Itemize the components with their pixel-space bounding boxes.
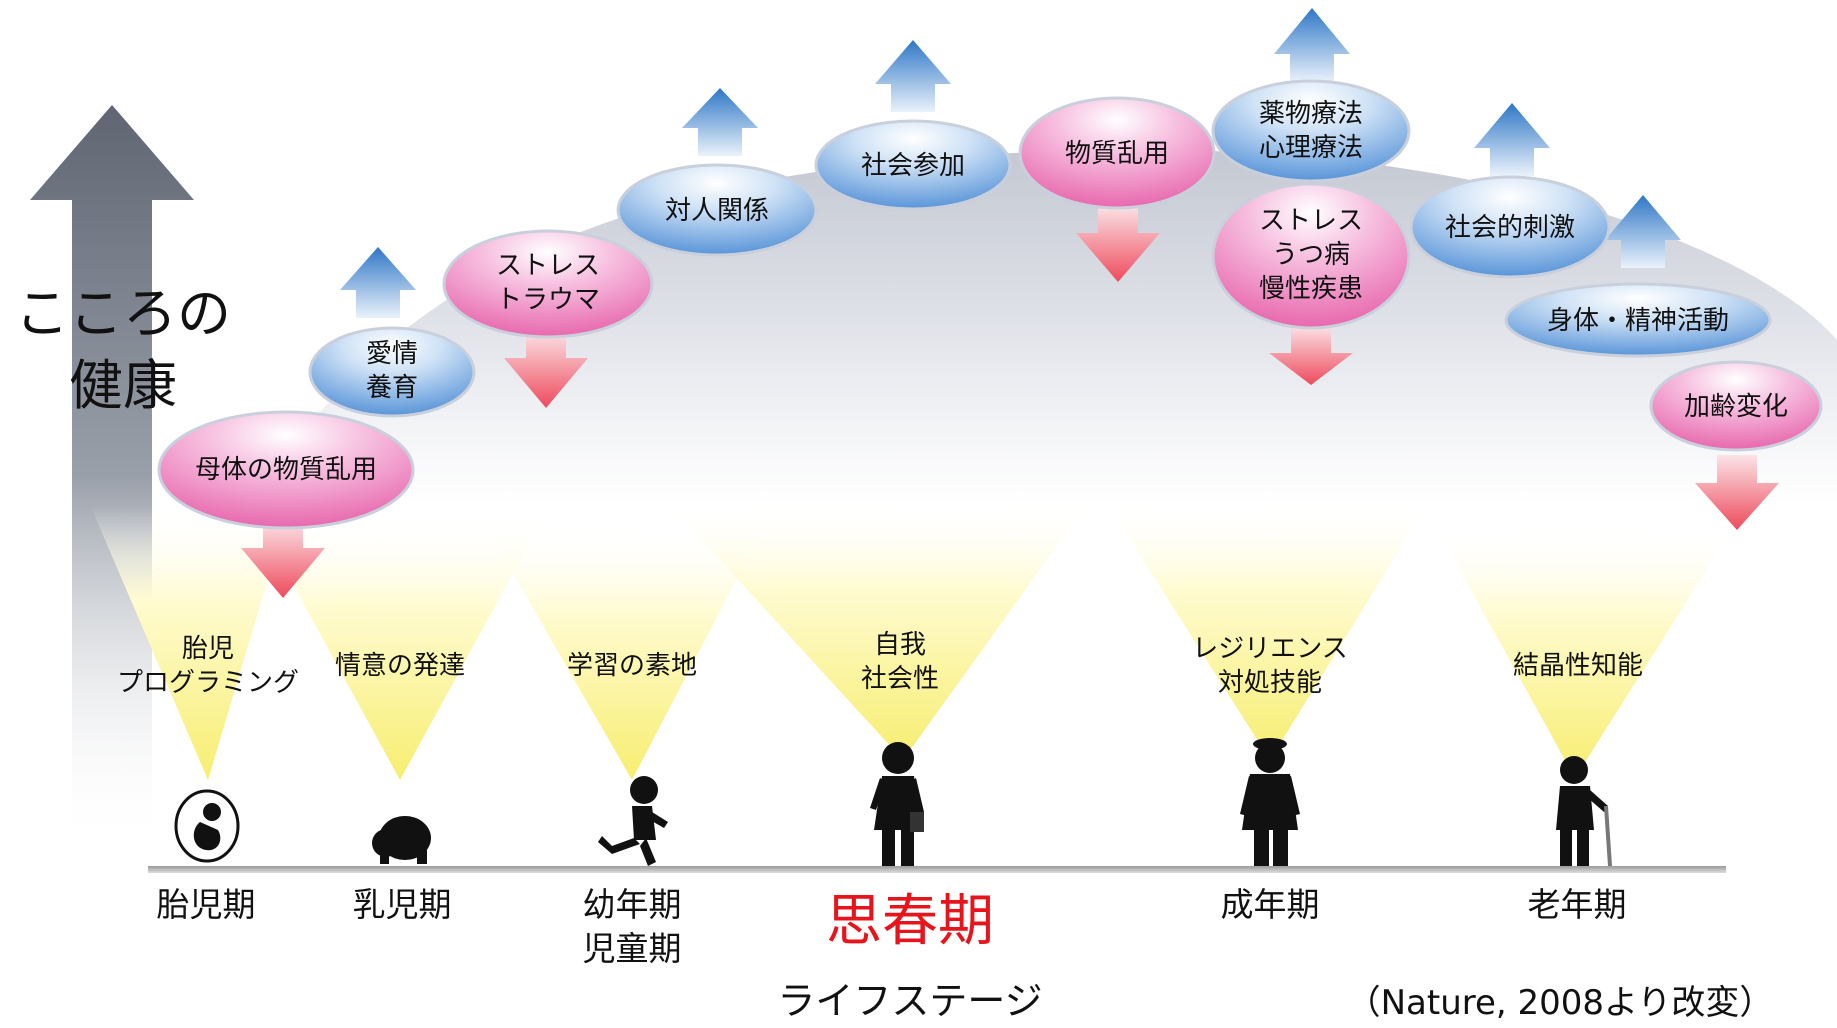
factor-bubble-negative [442,229,654,339]
beam [485,525,765,780]
factor-bubble-negative [157,410,415,530]
down-arrows [241,205,1779,598]
up-arrow-icon [1605,195,1681,268]
adult-icon [1240,738,1300,866]
beam-label: 情意の発達 [334,651,465,681]
factor-label: 物質乱用 [1064,139,1169,169]
beam-label: 自我 社会性 [860,630,939,694]
x-axis-label: ライフステージ [777,979,1043,1023]
beam-label: 胎児 プログラミング [116,634,299,698]
ground-line [148,866,1726,873]
up-arrow-icon [340,247,416,318]
factor-label: 愛情 養育 [365,339,418,403]
factor-label: ストレス うつ病 慢性疾患 [1258,206,1363,304]
factor-label: 加齢変化 [1683,392,1788,422]
beam-label: 学習の素地 [566,651,697,681]
down-arrow-icon [1695,455,1779,530]
factor-label: 母体の物質乱用 [194,455,377,485]
beam [255,515,545,780]
factor-bubble-positive [814,119,1012,211]
factor-bubble-positive [1211,79,1411,183]
down-arrow-icon [1076,205,1160,282]
factor-bubble-negative [1649,360,1823,452]
y-axis-label: こころの 健康 [15,282,231,417]
factor-label: 対人関係 [664,196,769,226]
crawling-baby-icon [372,816,431,864]
up-arrow-icon [875,40,951,112]
factor-bubble-positive [616,163,818,257]
beam-label: 結晶性知能 [1512,651,1643,681]
teenager-icon [870,742,924,866]
running-child-icon [598,776,668,866]
stage-label: 乳児期 [352,885,452,924]
down-arrow-icon [241,520,325,598]
factor-label: ストレス トラウマ [495,251,600,315]
stage-label-highlight: 思春期 [826,889,994,954]
factor-bubble-negative [1018,96,1216,210]
down-arrow-icon [504,330,588,408]
factor-label: 薬物療法 心理療法 [1258,99,1363,163]
fetus-icon [174,789,240,863]
factor-label: 身体・精神活動 [1546,306,1729,336]
stage-label: 老年期 [1527,885,1627,924]
up-arrow-icon [1474,103,1550,176]
citation: （Nature, 2008より改変） [1346,983,1774,1023]
y-axis-arrow [30,105,194,850]
factor-label: 社会参加 [860,151,965,181]
factor-bubbles [157,79,1823,530]
factor-bubble-positive [308,326,476,418]
factor-bubble-negative [1211,182,1411,330]
stage-label: 胎児期 [156,885,256,924]
beam [1435,525,1735,778]
up-arrow-icon [682,88,758,156]
down-arrow-icon [1269,325,1353,385]
factor-bubble-positive [1504,282,1772,358]
beam [665,500,1090,760]
up-arrow-icon [1274,8,1350,82]
beam [90,505,290,780]
beam [1105,500,1430,760]
up-arrows [340,8,1681,318]
factor-bubble-positive [1409,175,1611,279]
stage-label: 成年期 [1220,885,1320,924]
beam-label: レジリエンス 対処技能 [1192,634,1348,698]
factor-label: 社会的刺激 [1444,213,1575,243]
stage-label: 幼年期 児童期 [582,885,682,968]
beams [90,500,1735,780]
elderly-with-cane-icon [1556,756,1612,866]
